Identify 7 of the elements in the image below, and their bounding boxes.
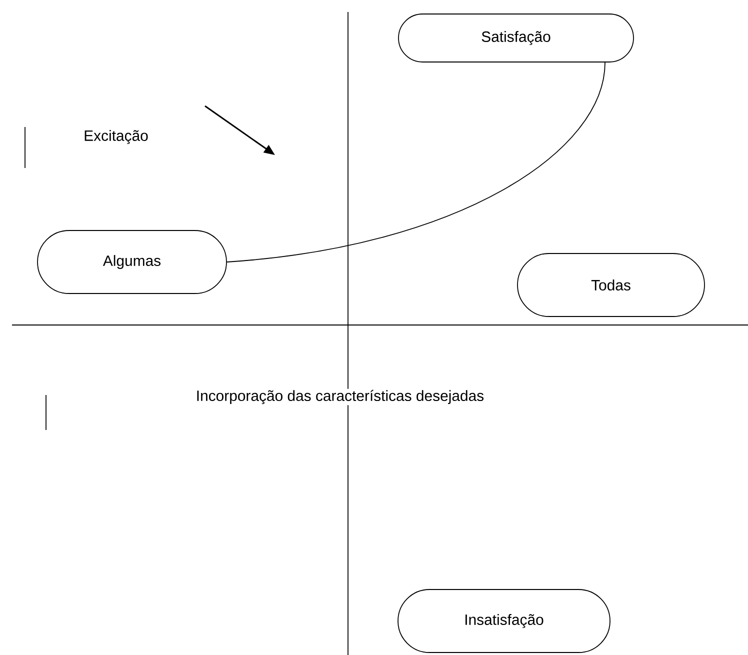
rounded-box: Satisfação [398,14,634,62]
axis-label: Excitação [82,129,150,145]
curve-line [226,62,606,262]
rounded-box: Todas [517,253,705,317]
rounded-box: Insatisfação [398,589,610,653]
rounded-box: Algumas [37,230,227,294]
axis-label: Incorporação das características desejadas [194,388,486,406]
